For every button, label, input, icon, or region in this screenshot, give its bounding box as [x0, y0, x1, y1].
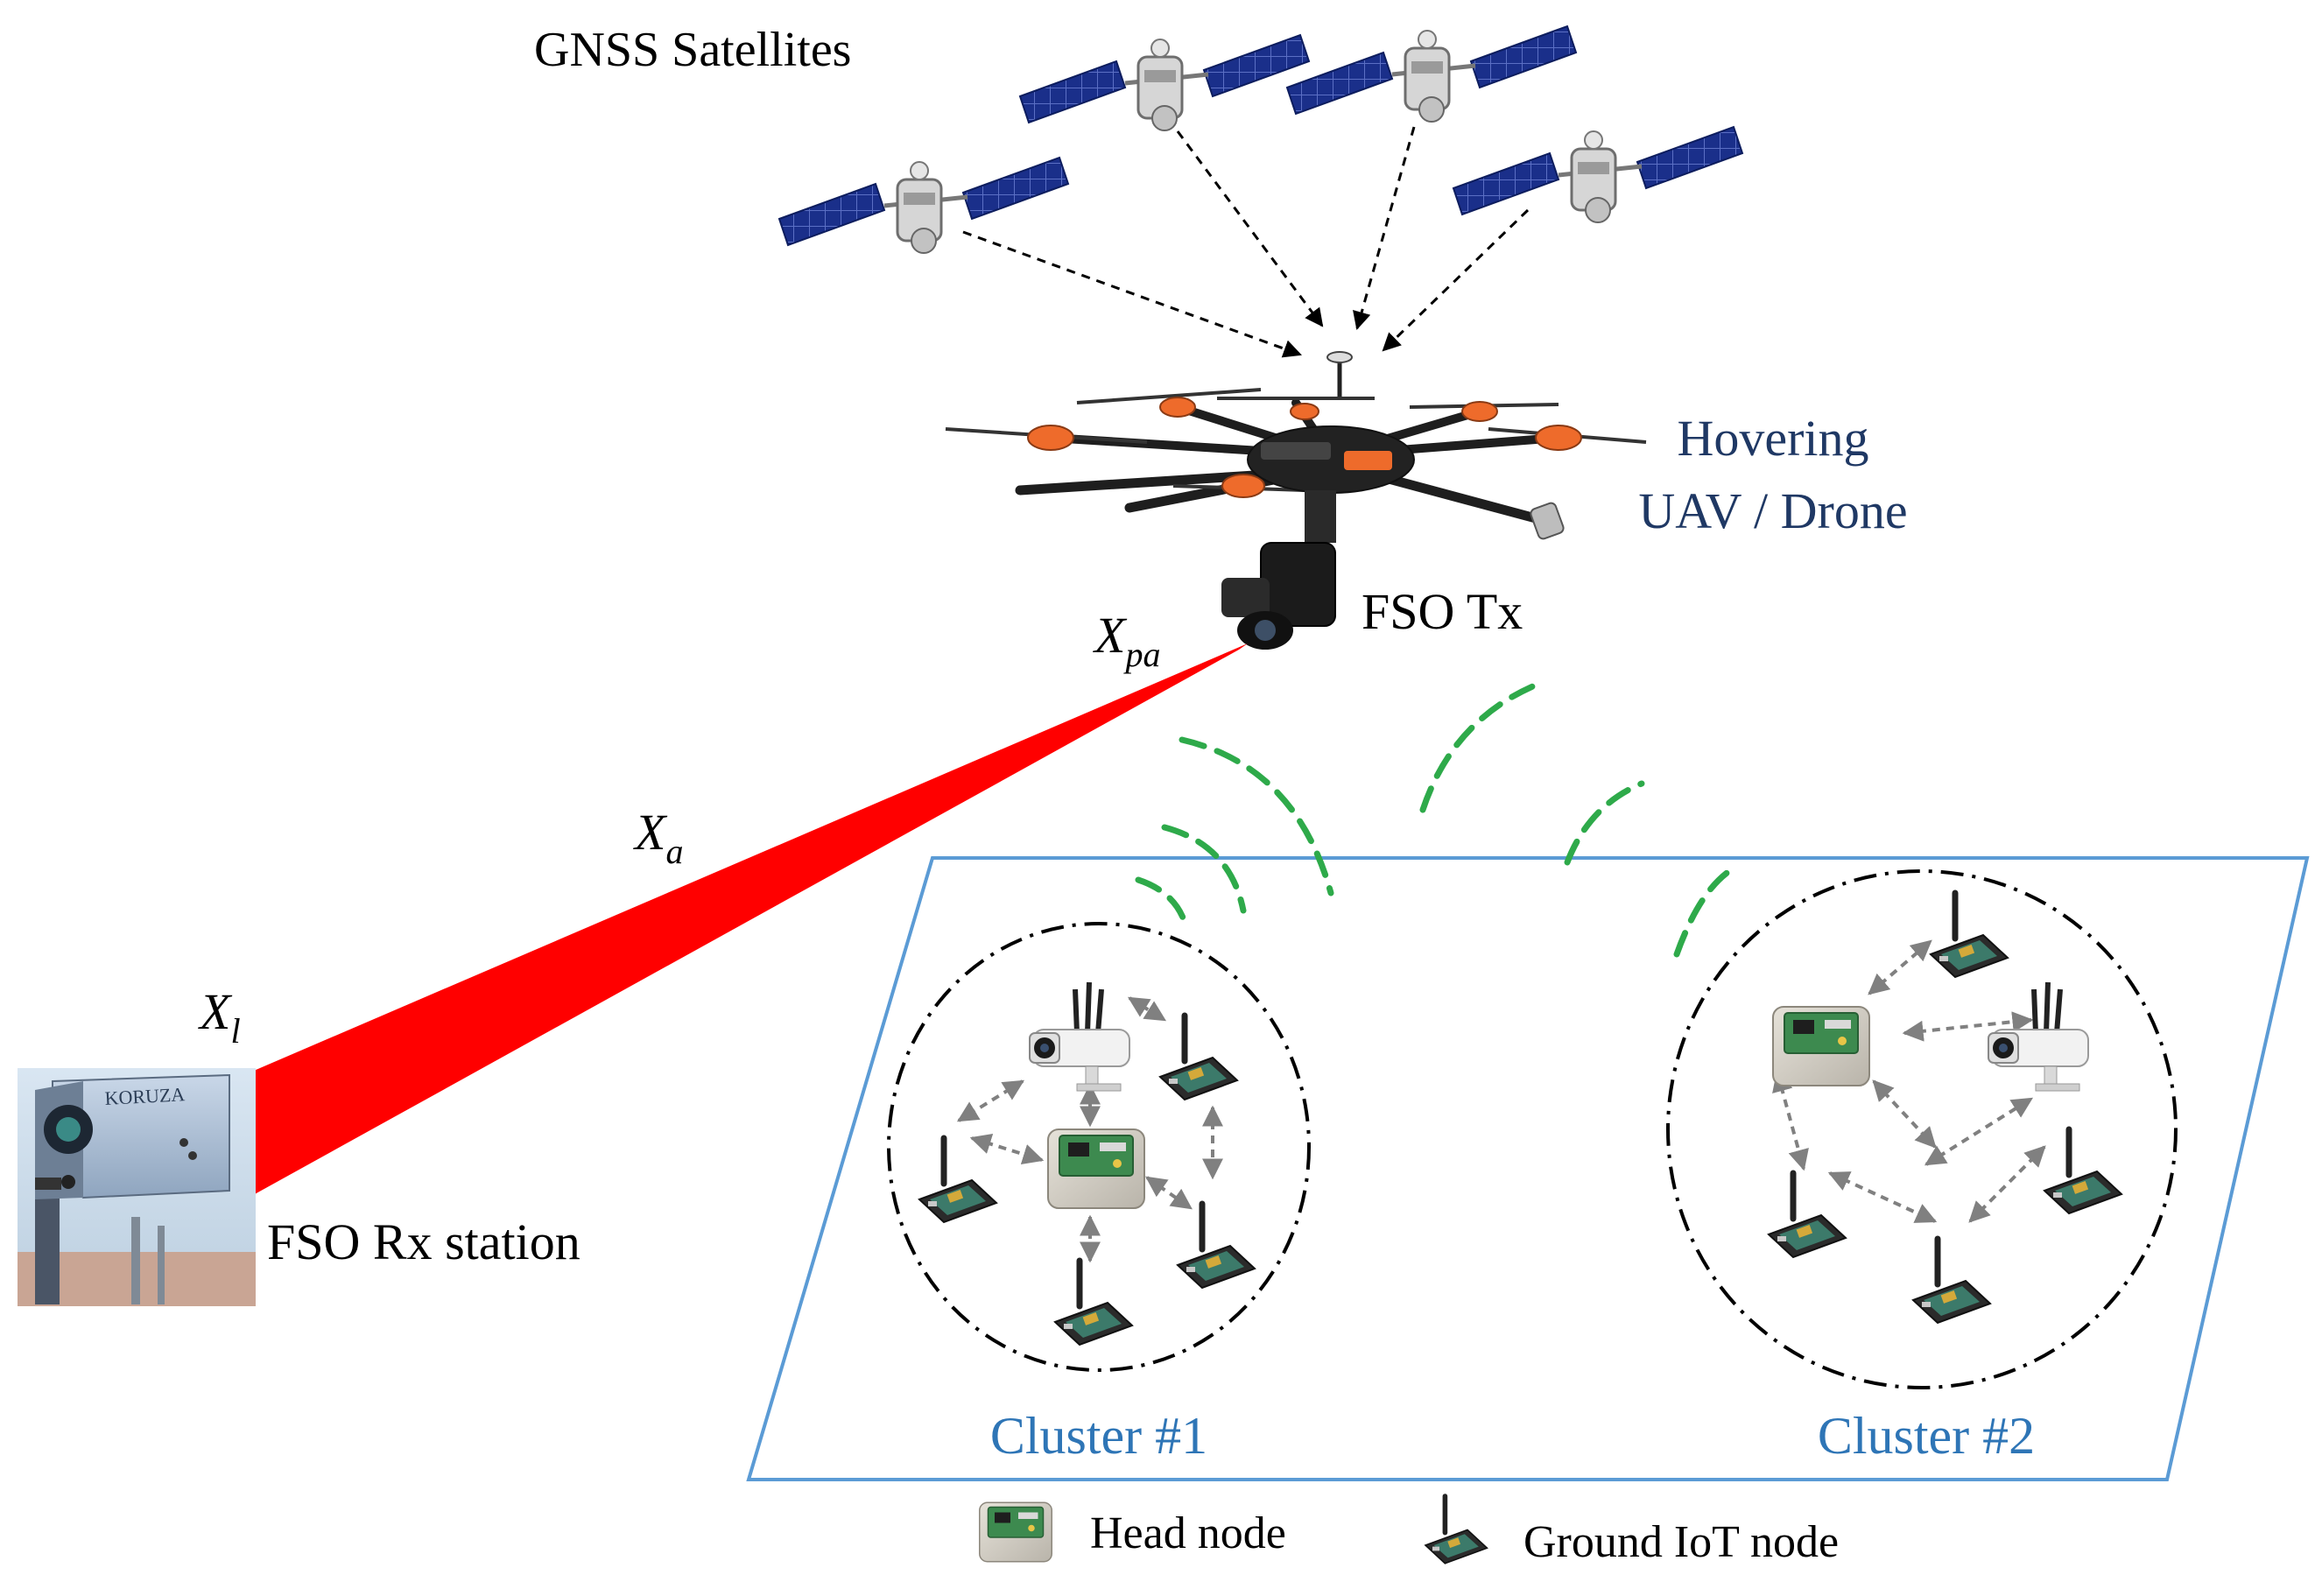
cluster2-label: Cluster #2 — [1818, 1407, 2035, 1465]
ground-iot-node — [2044, 1129, 2121, 1213]
fso-rx-label: FSO Rx station — [267, 1213, 580, 1270]
uav-label-line2: UAV / Drone — [1638, 482, 1907, 539]
ground-iot-node — [1160, 1016, 1237, 1100]
fso-laser-beam — [229, 643, 1248, 1208]
uav-drone — [945, 351, 1647, 650]
cluster1-boundary — [887, 922, 1311, 1372]
ground-plane — [746, 856, 2310, 1481]
satellites-label: GNSS Satellites — [534, 23, 851, 77]
gnss-signal-arrows — [962, 126, 1530, 358]
legend-head-node-label: Head node — [1090, 1508, 1286, 1558]
x-l-symbol: Xl — [198, 983, 241, 1051]
wireless-signals — [1135, 679, 1733, 958]
legend: Head node Ground IoT node — [979, 1496, 1839, 1567]
satellite — [1287, 26, 1576, 122]
fso-tx-label: FSO Tx — [1362, 583, 1523, 640]
camera-node — [1030, 982, 1129, 1091]
head-node — [1772, 1006, 1870, 1086]
ground-iot-node — [1178, 1204, 1255, 1288]
cluster1-label: Cluster #1 — [990, 1407, 1207, 1465]
ground-iot-node — [1055, 1261, 1132, 1345]
fso-rx-station: KORUZA — [18, 1068, 256, 1306]
rx-brand-text: KORUZA — [104, 1083, 186, 1109]
camera-node — [1988, 982, 2088, 1091]
ground-iot-node — [1913, 1239, 1990, 1323]
x-pa-symbol: Xpa — [1093, 607, 1160, 674]
uav-label-line1: Hovering — [1677, 410, 1868, 467]
cluster1-links — [956, 996, 1223, 1263]
satellite — [1020, 35, 1309, 130]
ground-iot-node — [1769, 1173, 1846, 1257]
x-a-symbol: Xa — [633, 804, 683, 871]
legend-ground-node-label: Ground IoT node — [1523, 1517, 1839, 1567]
satellite — [1453, 127, 1742, 222]
ground-iot-node — [919, 1138, 996, 1222]
head-node — [1047, 1128, 1145, 1209]
ground-iot-node — [1931, 893, 2008, 977]
cluster2-links — [1772, 939, 2046, 1223]
cluster2-boundary — [1666, 869, 2178, 1389]
legend-head-node-icon — [979, 1501, 1052, 1563]
legend-ground-node-icon — [1425, 1496, 1487, 1564]
satellite — [779, 158, 1068, 253]
